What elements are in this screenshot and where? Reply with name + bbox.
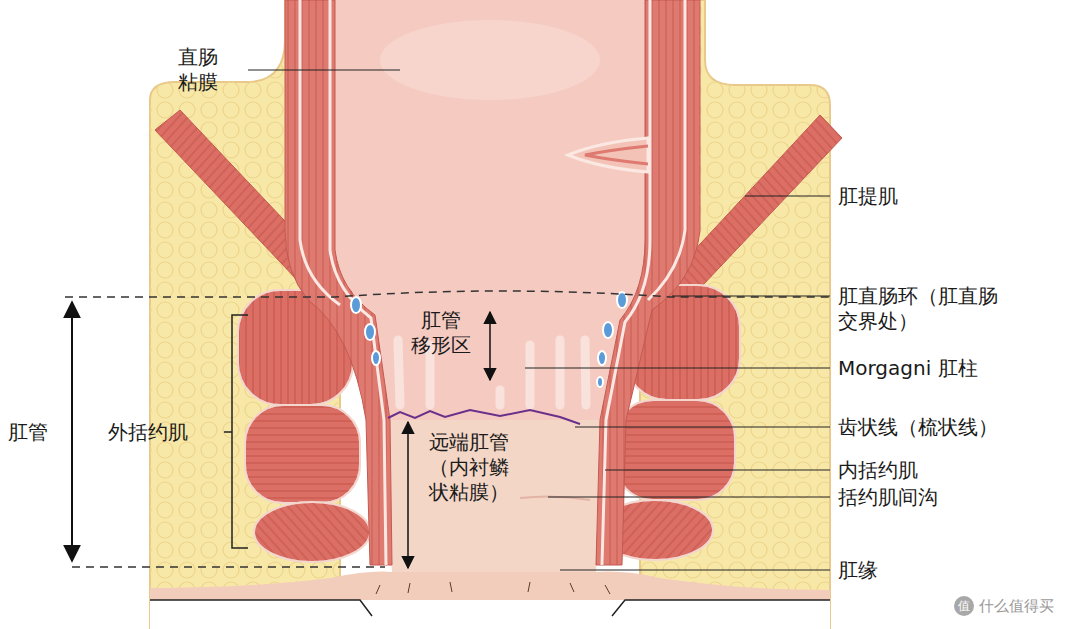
part-label: Morgagni 肛柱: [838, 356, 978, 381]
part-label: 肛管 移形区: [404, 308, 478, 358]
part-label: 内括约肌: [838, 458, 918, 483]
part-label: 外括约肌: [108, 420, 188, 445]
watermark: 什么值得买: [979, 596, 1054, 616]
part-label: 肛管: [8, 420, 48, 445]
part-label: 远端肛管 （内衬鳞 状粘膜）: [418, 430, 520, 505]
watermark-icon-text: 值: [954, 598, 974, 614]
part-label: 直肠 粘膜: [178, 45, 240, 95]
part-label: 肛提肌: [838, 184, 898, 209]
part-label: 齿状线（梳状线）: [838, 415, 998, 440]
part-label: 括约肌间沟: [838, 485, 938, 510]
part-label: 肛缘: [838, 558, 878, 583]
part-label: 肛直肠环（肛直肠 交界处）: [838, 284, 1030, 334]
